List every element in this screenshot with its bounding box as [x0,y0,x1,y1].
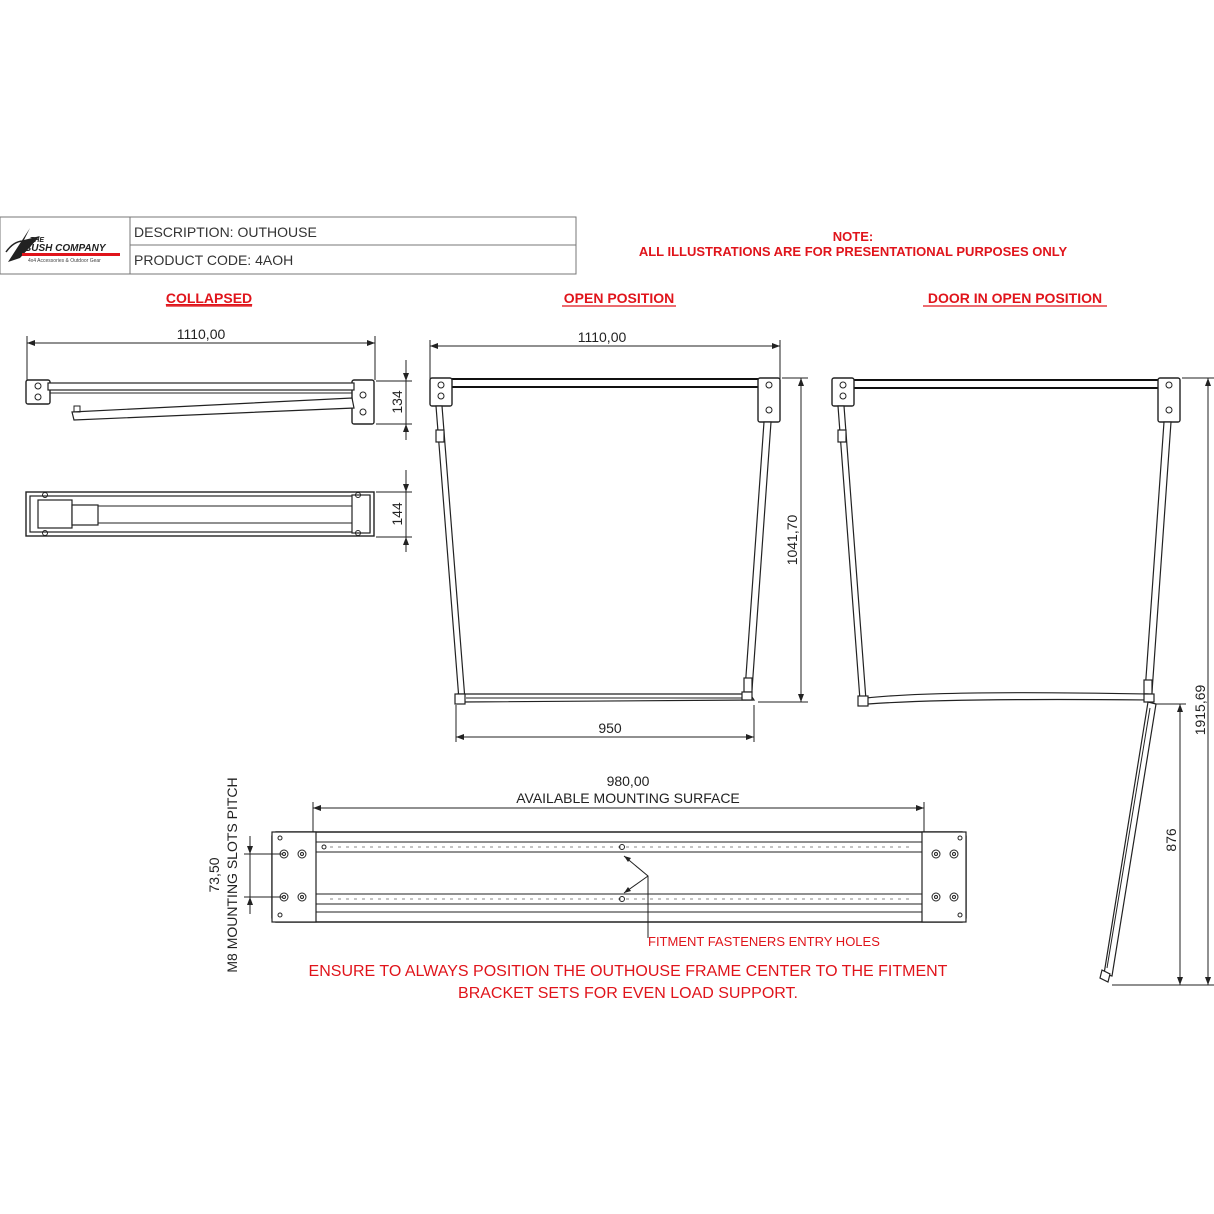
title-block: THE BUSH COMPANY 4x4 Accessories & Outdo… [0,216,577,275]
product-code: PRODUCT CODE: 4AOH [134,252,293,268]
dim-slot-pitch-label: M8 MOUNTING SLOTS PITCH [224,777,240,972]
warning-line-2: BRACKET SETS FOR EVEN LOAD SUPPORT. [458,985,798,1002]
heading-collapsed: COLLAPSED [166,290,252,306]
description: DESCRIPTION: OUTHOUSE [134,224,317,240]
note-heading: NOTE: [833,229,873,244]
dim-slot-pitch: 73,50 [206,857,222,892]
company-logo: THE BUSH COMPANY 4x4 Accessories & Outdo… [5,228,120,264]
collapsed-top-view: 144 [25,470,412,552]
dim-mount-surface-label: AVAILABLE MOUNTING SURFACE [516,790,740,806]
open-position-view: 1110,00 950 1041,70 [429,329,808,742]
dim-collapsed-depth: 144 [389,502,405,526]
bolt-holes [277,835,963,918]
dim-door-height: 876 [1163,828,1179,852]
heading-open-position: OPEN POSITION [564,290,674,306]
warning-line-1: ENSURE TO ALWAYS POSITION THE OUTHOUSE F… [309,963,948,980]
dim-open-width: 1110,00 [578,329,627,345]
logo-tagline: 4x4 Accessories & Outdoor Gear [28,258,101,264]
mounting-rail-view: 980,00 AVAILABLE MOUNTING SURFACE [206,773,967,973]
dim-door-total-height: 1915,69 [1192,684,1208,735]
dim-collapsed-height: 134 [389,390,405,414]
dim-mount-surface: 980,00 [607,773,650,789]
note-text: ALL ILLUSTRATIONS ARE FOR PRESENTATIONAL… [639,244,1068,259]
logo-text-main: BUSH COMPANY [24,243,107,254]
dim-open-bottom: 950 [598,720,622,736]
collapsed-side-view: 1110,00 134 [25,326,412,440]
door-open-view: 1915,69 876 [831,377,1214,986]
dim-open-height: 1041,70 [784,514,800,565]
label-fasteners: FITMENT FASTENERS ENTRY HOLES [648,934,880,949]
heading-door-open: DOOR IN OPEN POSITION [928,290,1102,306]
dim-collapsed-width: 1110,00 [177,326,226,342]
logo-text-top: THE [30,237,44,244]
